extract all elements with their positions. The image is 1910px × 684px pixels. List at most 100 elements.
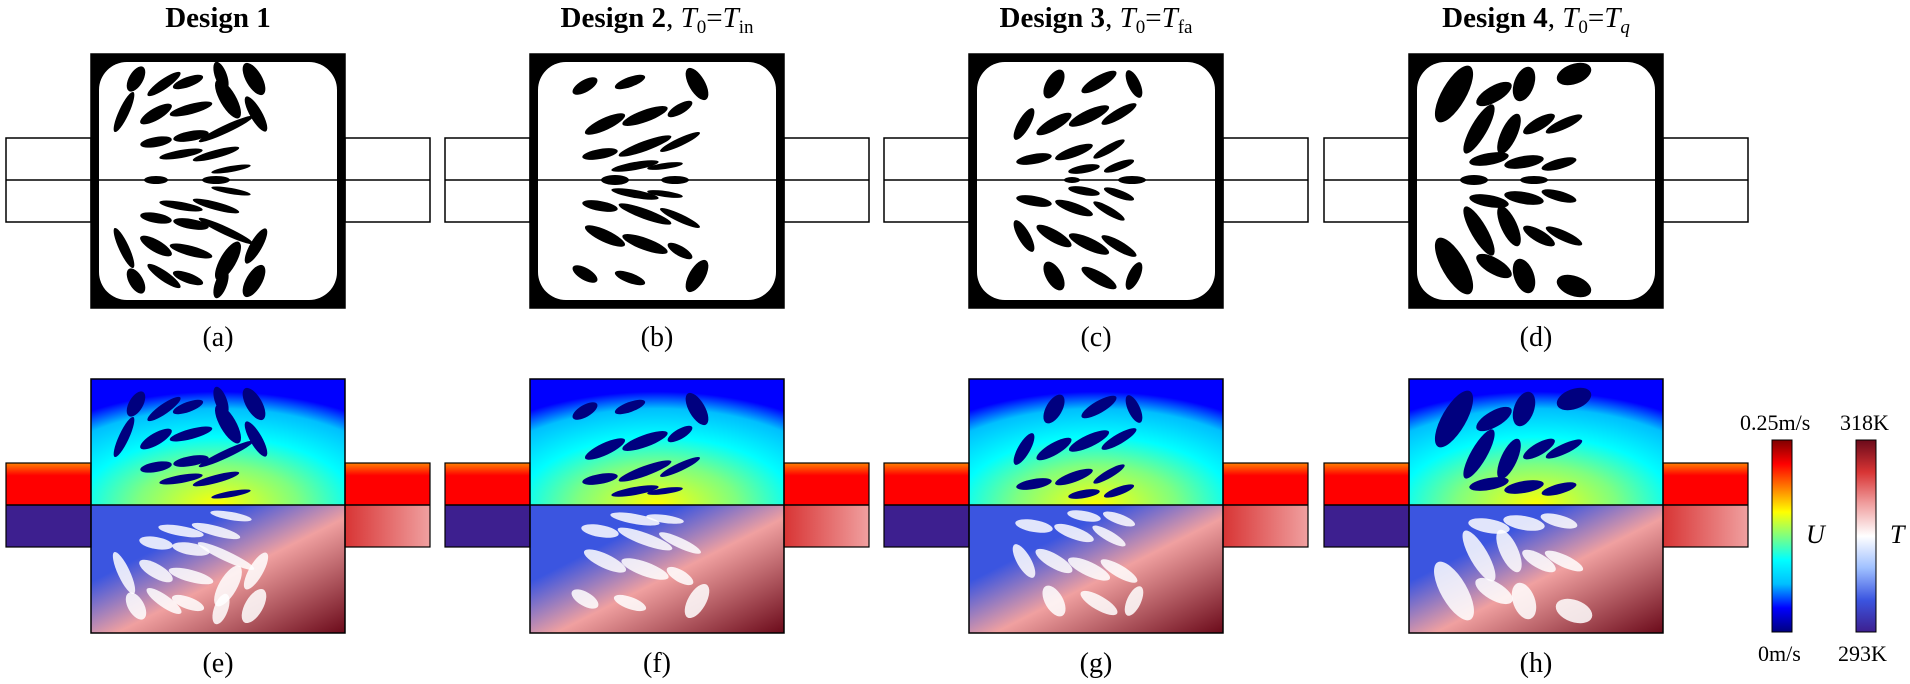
solid-island bbox=[614, 270, 646, 286]
solid-island bbox=[146, 587, 182, 615]
solid-island bbox=[215, 404, 241, 444]
velocity-min-label: 0m/s bbox=[1758, 641, 1801, 666]
solid-island bbox=[647, 162, 683, 170]
solid-island bbox=[244, 96, 268, 132]
design-3-title: Design 3, T0=Tfa bbox=[1000, 2, 1193, 38]
solid-island bbox=[140, 461, 172, 473]
field-panel-f bbox=[444, 378, 870, 634]
solid-island bbox=[1068, 233, 1110, 255]
solid-island bbox=[147, 396, 181, 422]
solid-islands bbox=[1434, 387, 1593, 624]
solid-island bbox=[614, 74, 646, 90]
solid-island bbox=[1068, 105, 1110, 127]
solid-island bbox=[214, 565, 242, 607]
solid-island bbox=[1556, 62, 1592, 86]
solid-island bbox=[1035, 548, 1073, 574]
solid-islands bbox=[1434, 62, 1592, 298]
solid-island bbox=[1475, 577, 1513, 605]
solid-island bbox=[584, 438, 626, 460]
temperature-colorbar bbox=[1855, 439, 1877, 633]
caption-a: (a) bbox=[202, 322, 234, 353]
title-separator: , bbox=[666, 2, 681, 34]
solid-island bbox=[617, 527, 673, 551]
solid-island bbox=[622, 431, 668, 451]
solid-island bbox=[1016, 478, 1052, 490]
solid-island bbox=[572, 265, 598, 283]
solid-island bbox=[613, 594, 647, 612]
solid-island bbox=[140, 136, 172, 148]
solid-island bbox=[618, 460, 672, 482]
solid-island bbox=[1523, 225, 1555, 247]
solid-island bbox=[173, 130, 209, 142]
solid-island bbox=[1068, 489, 1100, 499]
solid-island bbox=[1497, 113, 1521, 155]
solid-island bbox=[618, 135, 672, 157]
solid-island bbox=[1469, 152, 1509, 166]
solid-island bbox=[1512, 258, 1536, 294]
solid-island bbox=[1080, 590, 1118, 616]
solid-island bbox=[583, 549, 627, 573]
caption-e: (e) bbox=[202, 648, 234, 679]
t-subscript: fa bbox=[1177, 17, 1193, 38]
solid-islands bbox=[112, 386, 269, 625]
solid-island bbox=[1541, 157, 1577, 171]
solid-island bbox=[611, 485, 659, 497]
solid-island bbox=[169, 426, 213, 442]
inlet-velocity bbox=[445, 463, 530, 505]
colorbar-gradient bbox=[1771, 439, 1793, 633]
solid-island bbox=[1522, 549, 1556, 573]
solid-island bbox=[126, 268, 146, 294]
solid-island bbox=[1016, 195, 1052, 207]
solid-island bbox=[1043, 394, 1065, 424]
solid-island bbox=[1434, 390, 1474, 448]
solid-island bbox=[1545, 439, 1583, 459]
solid-island bbox=[139, 559, 173, 583]
solid-island bbox=[1496, 529, 1522, 573]
solid-island bbox=[1511, 582, 1537, 620]
design-name: Design 1 bbox=[165, 2, 271, 34]
solid-island bbox=[1013, 220, 1035, 252]
solid-island bbox=[1497, 438, 1521, 480]
solid-island bbox=[241, 588, 267, 624]
solid-island bbox=[113, 227, 135, 269]
solid-island bbox=[211, 164, 251, 174]
solid-island bbox=[1015, 519, 1053, 533]
solid-island bbox=[1101, 103, 1137, 125]
solid-island bbox=[1125, 262, 1143, 290]
outlet-temperature bbox=[1223, 505, 1308, 547]
caption-f: (f) bbox=[643, 648, 671, 679]
design-domain-outline bbox=[90, 53, 346, 309]
t0-symbol: T bbox=[1562, 2, 1579, 34]
solid-island bbox=[243, 552, 269, 590]
solid-island bbox=[169, 101, 213, 117]
solid-island bbox=[1476, 81, 1512, 107]
solid-island bbox=[191, 522, 241, 540]
solid-island bbox=[571, 589, 599, 609]
solid-island bbox=[1545, 226, 1583, 246]
outlet-temperature bbox=[784, 505, 869, 547]
solid-island bbox=[1103, 187, 1135, 201]
solid-island bbox=[572, 402, 598, 420]
solid-island bbox=[215, 79, 241, 119]
solid-island bbox=[1124, 586, 1144, 616]
solid-island bbox=[169, 243, 213, 259]
solid-island bbox=[1125, 70, 1143, 98]
caption-b: (b) bbox=[640, 322, 674, 353]
solid-island bbox=[621, 558, 669, 580]
caption-d: (d) bbox=[1519, 322, 1553, 353]
solid-island bbox=[159, 473, 203, 485]
solid-islands bbox=[113, 61, 268, 299]
title-separator: , bbox=[1547, 2, 1563, 34]
inlet-velocity bbox=[884, 463, 969, 505]
solid-island bbox=[1067, 557, 1111, 581]
solid-island bbox=[1469, 194, 1509, 208]
solid-island bbox=[1013, 433, 1035, 465]
solid-island bbox=[172, 74, 204, 90]
solid-island bbox=[140, 103, 172, 125]
solid-island bbox=[646, 514, 684, 524]
solid-island bbox=[584, 113, 626, 135]
solid-island bbox=[242, 387, 266, 421]
t-symbol: T bbox=[1604, 2, 1621, 34]
solid-island bbox=[1101, 235, 1137, 257]
velocity-max-label: 0.25m/s bbox=[1740, 410, 1811, 435]
